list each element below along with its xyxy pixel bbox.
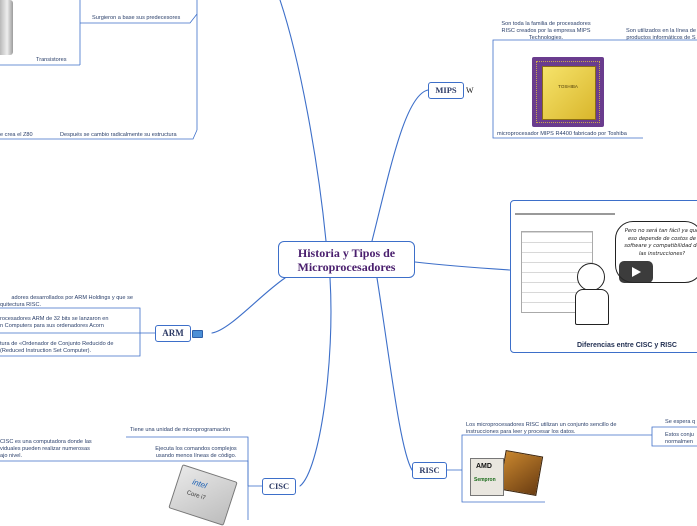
cisc-desc-1[interactable]: Tiene una unidad de microprogramación <box>130 427 231 433</box>
cisc-desc-3[interactable]: CISC es una computadora donde las vidual… <box>0 439 92 460</box>
arm-desc-3[interactable]: tura de «Ordenador de Conjunto Reducido … <box>0 341 114 355</box>
arm-desc-1-line2: quitectura RISC. <box>0 301 42 308</box>
cartoon-illustration <box>515 213 625 325</box>
intel-chip-image: intel Core i7 <box>166 464 240 526</box>
risc-desc-3-line2: normalmen <box>665 438 693 445</box>
video-embed[interactable]: Pero no será tan fácil ya que eso depend… <box>510 200 697 353</box>
arm-desc-2-line2: n Computers para sus ordenadores Acorn <box>0 322 104 329</box>
cisc-node[interactable]: CISC <box>262 478 296 495</box>
computer-icon[interactable] <box>192 330 203 338</box>
transistors-caption[interactable]: Transistores <box>36 57 67 63</box>
structure-note[interactable]: Después se cambio radicalmente su estruc… <box>60 132 177 138</box>
cisc-label: CISC <box>268 481 290 491</box>
risc-desc-2[interactable]: Se espera q <box>665 419 696 425</box>
arm-desc-3-line1: tura de «Ordenador de Conjunto Reducido … <box>0 341 114 347</box>
root-title-line1: Historia y Tipos de <box>297 246 396 260</box>
amd-chip-model: Sempron <box>474 477 496 483</box>
risc-label: RISC <box>419 465 440 475</box>
intel-chip-model: Core i7 <box>185 490 207 502</box>
cisc-desc-2[interactable]: Ejecuta los comandos complejos usando me… <box>140 446 252 460</box>
mips-label: MIPS <box>435 85 457 95</box>
mips-chip-caption[interactable]: microprocesador MIPS R4400 fabricado por… <box>497 131 627 137</box>
intel-chip-brand: intel <box>191 477 208 491</box>
risc-desc-3-line1: Estos conju <box>665 432 694 438</box>
arm-label: ARM <box>162 328 184 338</box>
mips-desc-2[interactable]: Son utilizados en la línea de productos … <box>626 28 696 41</box>
cisc-desc-2-line1: Ejecuta los comandos complejos <box>155 446 237 452</box>
amd-chip-image: AMD Sempron <box>466 450 544 500</box>
mips-chip-marking: TOSHIBA <box>558 84 578 89</box>
arm-desc-3-line2: (Reduced Instruction Set Computer). <box>0 347 92 354</box>
transistor-image <box>0 0 13 55</box>
speech-bubble-text: Pero no será tan fácil ya que eso depend… <box>624 228 697 257</box>
risc-desc-3[interactable]: Estos conju normalmen <box>665 432 694 446</box>
mips-chip-image: TOSHIBA <box>532 57 604 127</box>
arm-desc-2[interactable]: rocesadores ARM de 32 bits se lanzaron e… <box>0 316 109 330</box>
risc-node[interactable]: RISC <box>412 462 447 479</box>
amd-chip-brand: AMD <box>476 463 492 470</box>
arm-desc-1[interactable]: adores desarrollados por ARM Holdings y … <box>0 295 133 309</box>
cisc-desc-2-line2: usando menos líneas de código. <box>155 452 237 459</box>
video-title[interactable]: Diferencias entre CISC y RISC <box>577 342 677 349</box>
cisc-desc-3-line1: CISC es una computadora donde las <box>0 439 92 445</box>
predecessors-note[interactable]: Surgieron a base sus predecesores <box>92 15 181 21</box>
play-icon[interactable] <box>619 261 653 283</box>
wikipedia-icon[interactable]: W <box>466 86 474 95</box>
cisc-desc-3-line2: viduales pueden realizar numerosas <box>0 445 90 452</box>
root-topic[interactable]: Historia y Tipos de Microprocesadores <box>278 241 415 278</box>
root-title-line2: Microprocesadores <box>297 260 396 274</box>
z80-note[interactable]: e crea el Z80 <box>0 132 33 138</box>
cisc-desc-3-line3: ajo nivel. <box>0 452 23 459</box>
arm-node[interactable]: ARM <box>155 325 191 342</box>
mips-node[interactable]: MIPS <box>428 82 464 99</box>
speech-bubble: Pero no será tan fácil ya que eso depend… <box>615 221 697 283</box>
mips-desc-1[interactable]: Son toda la familia de procesadores RISC… <box>501 21 591 41</box>
arm-desc-1-line1: adores desarrollados por ARM Holdings y … <box>11 295 133 301</box>
arm-desc-2-line1: rocesadores ARM de 32 bits se lanzaron e… <box>0 316 109 322</box>
risc-desc-1[interactable]: Los microprocesadores RISC utilizan un c… <box>466 422 617 435</box>
